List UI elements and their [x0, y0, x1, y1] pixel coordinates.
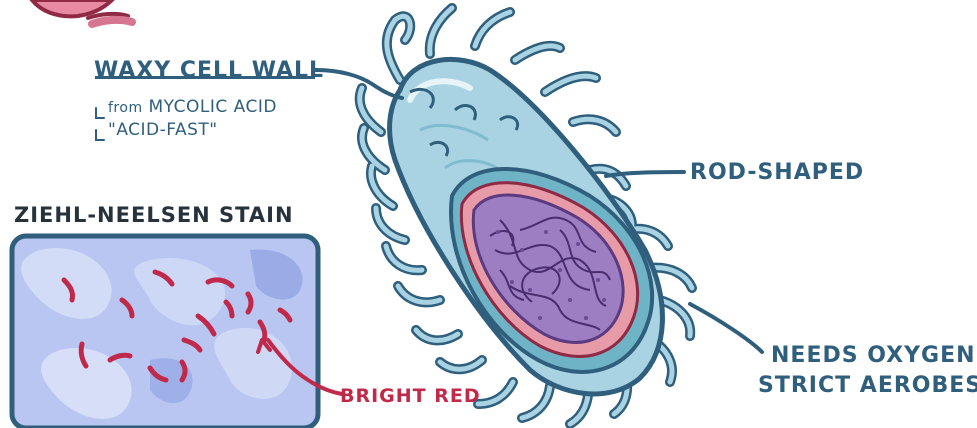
strict-aerobes-label: STRICT AEROBES: [758, 373, 977, 398]
cross-section: [451, 169, 652, 372]
waxy-cell-wall-label: WAXY CELL WALL: [94, 58, 324, 83]
needs-oxygen-label: NEEDS OXYGEN: [771, 343, 976, 368]
acid-fast-text: "ACID-FAST": [108, 120, 218, 140]
mycolic-acid-line: from MYCOLIC ACID: [108, 97, 277, 117]
stain-slide: [12, 236, 318, 428]
needs-text: NEEDS: [771, 343, 859, 368]
ziehl-neelsen-title: ZIEHL-NEELSEN STAIN: [14, 203, 294, 227]
mycolic-prefix-text: from: [108, 100, 143, 116]
rod-shaped-label: ROD-SHAPED: [690, 160, 864, 185]
mycolic-acid-text: MYCOLIC ACID: [149, 97, 277, 117]
bright-red-label: BRIGHT RED: [340, 385, 481, 407]
oxygen-text: OXYGEN: [867, 343, 975, 368]
pink-corner-shape: [32, 0, 132, 24]
waxy-cell-wall-underline: [95, 76, 315, 79]
